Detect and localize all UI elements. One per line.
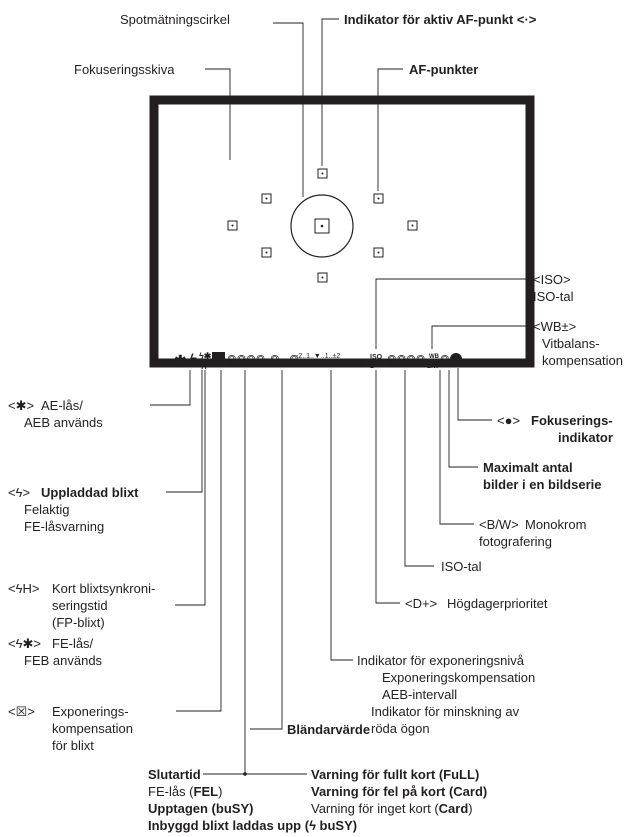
wb-symbol-label: <WB±>	[533, 319, 577, 334]
iso-tag: ISO	[370, 354, 383, 361]
monochrome-label-2: fotografering	[479, 534, 552, 549]
ae-lock-label-1: AE-lås/	[41, 398, 83, 413]
fe-lock-symbol: <ϟ✱>	[8, 636, 41, 651]
flash-fault-label: Felaktig	[24, 502, 70, 517]
flash-ready-label: Uppladdad blixt	[41, 485, 139, 500]
focus-confirmation-dot	[450, 353, 462, 365]
aperture-label: Bländarvärde	[287, 722, 371, 737]
high-speed-sync-label-3: (FP-blixt)	[52, 615, 105, 630]
af-point-dots	[231, 172, 414, 279]
d-plus-symbol-label: <D+>	[405, 596, 438, 611]
max-burst-label-1: Maximalt antal	[483, 460, 573, 475]
focus-indicator-symbol: <●>	[497, 413, 521, 428]
shutter-leader-junction	[243, 772, 247, 776]
iso-symbol-label: <ISO>	[533, 272, 571, 287]
flash-exposure-comp-label-1: Exponerings-	[52, 704, 129, 719]
high-speed-sync-label-1: Kort blixtsynkroni-	[52, 581, 156, 596]
no-card-warning-label: Varning för inget kort (Card)	[311, 801, 473, 816]
high-speed-h-glyph: H	[201, 362, 207, 371]
viewfinder-frame	[149, 95, 535, 368]
ae-lock-glyph: ✱	[174, 353, 187, 370]
card-error-warning-label: Varning för fel på kort (Card)	[311, 784, 488, 799]
shutter-digits: 8888	[227, 353, 265, 371]
ae-lock-label-2: AEB används	[24, 415, 103, 430]
busy-label: Upptagen (buSY)	[148, 801, 254, 816]
wb-compensation-label-2: kompensation	[542, 353, 623, 368]
burst-digit: 8	[440, 353, 450, 371]
exposure-level-label-5: röda ögon	[371, 721, 430, 736]
af-points-label: AF-punkter	[409, 62, 479, 77]
iso-speed-label: ISO-tal	[533, 289, 574, 304]
bw-tag: B/W	[427, 364, 439, 370]
d-plus-tag: D+	[370, 363, 379, 370]
af-points	[227, 168, 418, 283]
flash-exposure-comp-label-3: för blixt	[52, 738, 94, 753]
exposure-level-label-2: Exponeringskompensation	[382, 670, 536, 685]
exposure-scale-ticks	[298, 361, 364, 367]
wb-tag: WB	[429, 354, 440, 360]
builtin-flash-recharging-label: Inbyggd blixt laddas upp (ϟ buSY)	[148, 818, 358, 833]
exposure-scale-text: -2..1..▼..1..±2	[296, 353, 340, 360]
iso-digits: 8888	[387, 353, 425, 371]
exposure-level-label-1: Indikator för exponeringsnivå	[357, 653, 524, 668]
high-speed-sync-label-2: seringstid	[52, 598, 108, 613]
focus-indicator-label-2: indikator	[558, 430, 613, 445]
fe-lock-label-2: FEB används	[24, 653, 103, 668]
viewfinder-info-bar: ✱ ϟ ϟ✱ H 8888 8.8 -2..1..▼..1..±2 ISO D+…	[174, 351, 462, 371]
active-af-point-indicator-label: Indikator för aktiv AF-punkt <·>	[344, 12, 537, 27]
card-full-warning-label: Varning för fullt kort (FuLL)	[311, 767, 480, 782]
bw-symbol-label: <B/W>	[479, 517, 519, 532]
highlight-tone-priority-label: Högdagerprioritet	[447, 596, 548, 611]
flash-ready-symbol: <ϟ>	[8, 485, 31, 500]
ae-lock-symbol: <✱>	[8, 398, 35, 413]
focusing-screen-label: Fokuseringsskiva	[74, 62, 175, 77]
shutter-speed-label: Slutartid	[148, 767, 201, 782]
fel-glyph: ϟ✱	[199, 351, 212, 361]
exposure-level-label-3: AEB-intervall	[382, 687, 458, 702]
flash-exposure-comp-symbol: <☒>	[8, 704, 35, 719]
aperture-digits: 8.8	[270, 353, 299, 371]
exposure-level-label-4: Indikator för minskning av	[371, 704, 520, 719]
fe-lock-label-1: FE-lås/	[52, 636, 94, 651]
max-burst-label-2: bilder i en bildserie	[483, 477, 602, 492]
wb-compensation-label-1: Vitbalans-	[542, 336, 600, 351]
high-speed-sync-symbol: <ϟH>	[8, 581, 40, 596]
fe-lock-warning-label: FE-låsvarning	[24, 519, 105, 534]
spot-metering-circle-label: Spotmätningscirkel	[120, 12, 230, 27]
spot-metering-circle	[290, 194, 354, 258]
focus-indicator-label-1: Fokuserings-	[531, 413, 613, 428]
leader-lines	[150, 18, 528, 775]
monochrome-label-1: Monokrom	[525, 517, 587, 532]
flash-exposure-comp-label-2: kompensation	[52, 721, 133, 736]
fec-glyph	[212, 352, 225, 363]
fe-lock-fel-label: FE-lås (FEL)	[148, 784, 223, 799]
iso-speed-label-2: ISO-tal	[441, 559, 482, 574]
flash-glyph: ϟ	[190, 351, 197, 366]
